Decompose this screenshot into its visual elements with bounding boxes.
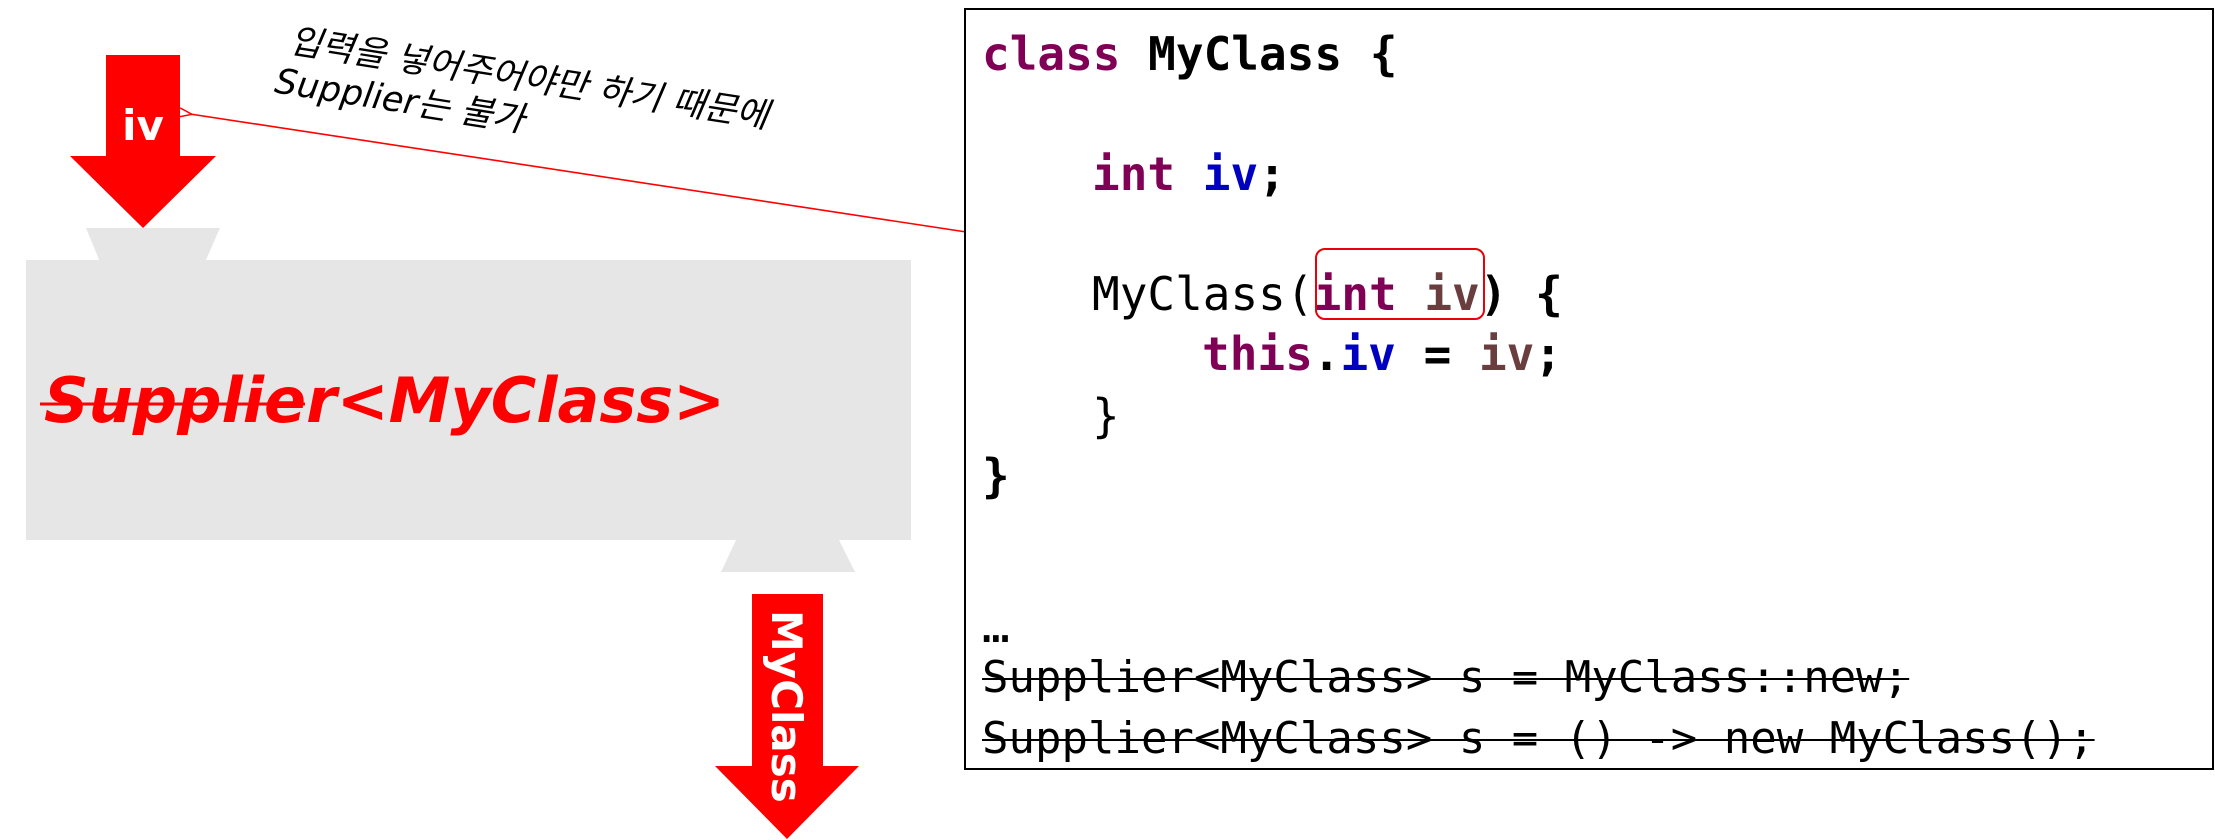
field-iv: iv — [1175, 147, 1259, 201]
box-label: Supplier<MyClass> — [44, 364, 725, 437]
struck-code-line-2: Supplier<MyClass> s = () -> new MyClass(… — [982, 713, 2095, 764]
output-connector — [721, 538, 855, 572]
semicolon: ; — [1258, 147, 1286, 201]
code-panel: class MyClass { int iv; MyClass(int iv) … — [964, 8, 2214, 770]
input-connector — [86, 228, 220, 262]
assign-op: = — [1395, 327, 1479, 381]
assigned-param-iv: iv — [1478, 327, 1535, 381]
keyword-int: int — [1092, 147, 1176, 201]
supplier-box — [26, 260, 911, 540]
code-line-close-constructor: } — [1092, 389, 1120, 443]
param-type-int: int — [1313, 267, 1397, 321]
struck-code-line-1: Supplier<MyClass> s = MyClass::new; — [982, 652, 1910, 703]
input-arrow — [70, 55, 216, 228]
code-line-close-class: } — [982, 449, 1010, 503]
code-line-class: class MyClass { — [982, 26, 1397, 82]
dot: . — [1312, 327, 1341, 381]
keyword-class: class — [982, 27, 1121, 81]
box-label-rest: <MyClass> — [337, 364, 725, 437]
constructor-name: MyClass( — [1092, 267, 1314, 321]
param-iv: iv — [1396, 267, 1480, 321]
class-name: MyClass { — [1120, 27, 1398, 81]
output-arrow — [715, 594, 859, 839]
keyword-this: this — [1202, 327, 1313, 381]
annotation-group: 입력을 넣어주어야만 하기 때문에 Supplier는 불가 — [272, 21, 775, 141]
code-line-assign: this.iv = iv; — [1202, 326, 1562, 382]
code-ellipsis: … — [982, 599, 1010, 653]
output-arrow-label: MyClass — [762, 610, 811, 803]
param-highlight-box — [1315, 248, 1485, 320]
input-arrow-label: iv — [122, 101, 164, 150]
box-label-struck: Supplier — [44, 364, 340, 437]
assign-semicolon: ; — [1534, 327, 1563, 381]
code-line-field: int iv; — [1092, 146, 1286, 202]
constructor-open: ) { — [1479, 267, 1563, 321]
this-field-iv: iv — [1340, 327, 1396, 381]
